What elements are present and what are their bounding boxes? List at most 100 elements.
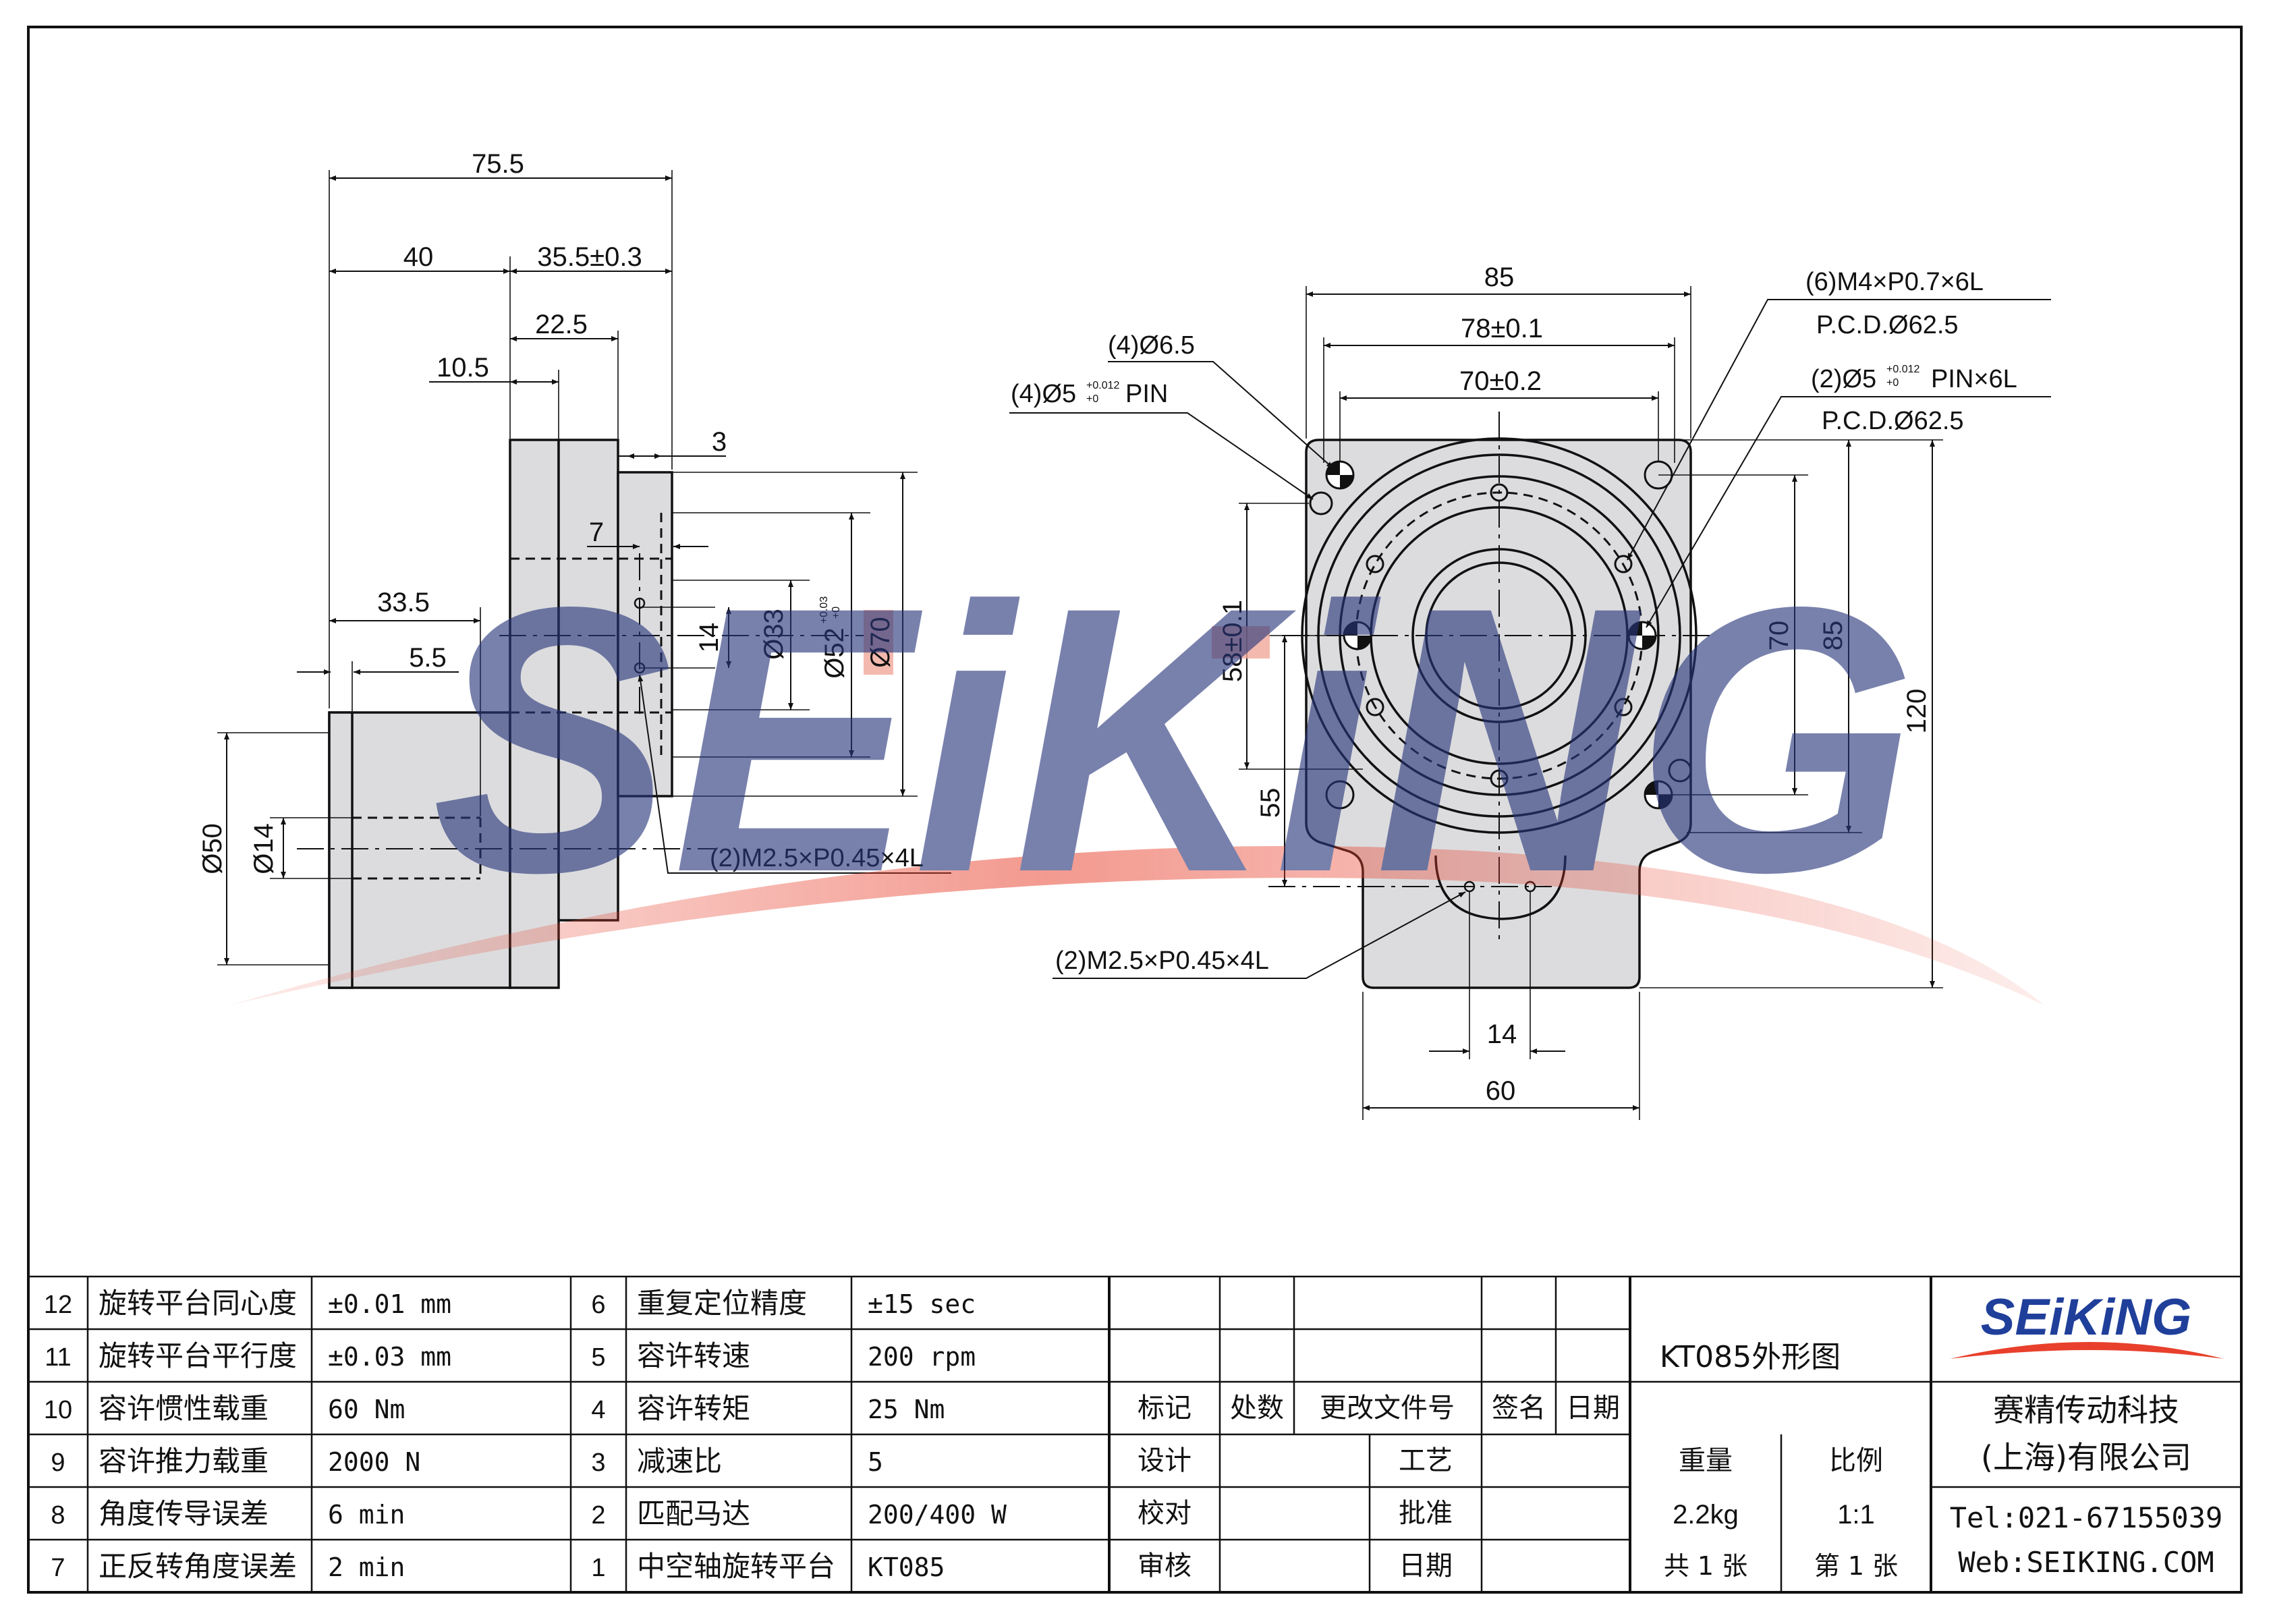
callout-m25-side: (2)M2.5×P0.45×4L bbox=[710, 844, 924, 872]
watermark: SEiKiNG bbox=[229, 528, 2044, 1005]
spec-name-right: 中空轴旋转平台 bbox=[637, 1550, 835, 1583]
tb-sheet-no: 第 1 张 bbox=[1814, 1551, 1898, 1581]
spec-value-right: 25 Nm bbox=[868, 1395, 945, 1424]
spec-no-left: 8 bbox=[51, 1501, 65, 1530]
callout-pcd-1: P.C.D.Ø62.5 bbox=[1816, 311, 1959, 339]
spec-name-left: 旋转平台平行度 bbox=[99, 1339, 297, 1372]
mount-hole-br bbox=[1668, 758, 1692, 783]
title-block-text: 标记 处数 更改文件号 签名 日期 设计 工艺 校对 批准 审核 日期 KT08… bbox=[1138, 1289, 2224, 1581]
spec-value-right: 5 bbox=[868, 1447, 883, 1477]
m25-hole-a bbox=[634, 597, 646, 609]
spec-no-left: 7 bbox=[51, 1554, 65, 1582]
tab-boss bbox=[1434, 855, 1567, 920]
dim-85-side: 85 bbox=[1818, 621, 1848, 651]
spec-name-left: 旋转平台同心度 bbox=[99, 1287, 297, 1320]
dim-dia-50: Ø50 bbox=[198, 823, 227, 874]
dim-dia-70: Ø70 bbox=[866, 617, 895, 668]
spec-value-left: ±0.01 mm bbox=[328, 1289, 451, 1319]
pin-hole-left bbox=[1343, 621, 1372, 650]
dim-85-top: 85 bbox=[1484, 262, 1515, 292]
dim-58: 58±0.1 bbox=[1218, 600, 1247, 682]
dim-dia-52: Ø52 bbox=[820, 627, 849, 679]
tb-h-sign: 签名 bbox=[1492, 1393, 1546, 1424]
watermark-swoosh bbox=[229, 845, 2044, 1005]
spec-value-right: ±15 sec bbox=[868, 1289, 976, 1319]
dim-55: 55 bbox=[1256, 788, 1285, 818]
spec-name-right: 容许转矩 bbox=[637, 1392, 750, 1425]
callout-pin4: (4)Ø5 bbox=[1011, 380, 1076, 408]
company-web: Web:SEIKING.COM bbox=[1958, 1546, 2214, 1579]
tb-h-mark: 标记 bbox=[1138, 1393, 1191, 1424]
tb-h-count: 处数 bbox=[1230, 1393, 1284, 1424]
dim-33-5: 33.5 bbox=[377, 588, 430, 617]
company-logo: SEiKiNG bbox=[1981, 1289, 2192, 1346]
spec-value-left: 2 min bbox=[328, 1552, 405, 1582]
tb-audit: 审核 bbox=[1138, 1550, 1191, 1581]
dim-120: 120 bbox=[1902, 689, 1932, 734]
spec-no-right: 2 bbox=[591, 1501, 605, 1530]
dim-60: 60 bbox=[1486, 1076, 1516, 1106]
watermark-text: SEiKiNG bbox=[432, 528, 1916, 951]
spec-no-right: 5 bbox=[591, 1343, 605, 1372]
callout-pin4-post: PIN bbox=[1125, 380, 1168, 408]
tb-scale-label: 比例 bbox=[1829, 1445, 1883, 1476]
callout-pin2-tol-bottom: +0 bbox=[1886, 377, 1899, 389]
pin-hole-right bbox=[1627, 621, 1657, 650]
dim-10-5: 10.5 bbox=[437, 353, 489, 383]
spec-value-left: 60 Nm bbox=[328, 1395, 405, 1424]
spec-no-right: 6 bbox=[591, 1291, 605, 1319]
tb-check: 校对 bbox=[1138, 1498, 1191, 1529]
dim-78: 78±0.1 bbox=[1461, 314, 1543, 343]
dim-75-5: 75.5 bbox=[472, 149, 524, 179]
company-tel: Tel:021-67155039 bbox=[1950, 1501, 2223, 1534]
title-block bbox=[27, 1275, 2243, 1594]
callout-m25-front: (2)M2.5×P0.45×4L bbox=[1055, 947, 1269, 975]
m4-hole-5 bbox=[1366, 698, 1384, 717]
drawing-title: KT085外形图 bbox=[1660, 1340, 1841, 1374]
spec-no-left: 9 bbox=[51, 1449, 65, 1477]
company-name-2: (上海)有限公司 bbox=[1981, 1439, 2191, 1476]
tb-weight: 2.2kg bbox=[1673, 1500, 1739, 1530]
dim-14: 14 bbox=[1487, 1019, 1517, 1049]
spec-value-right: 200/400 W bbox=[868, 1500, 1007, 1530]
callout-m4: (6)M4×P0.7×6L bbox=[1805, 268, 1984, 296]
spec-value-right: 200 rpm bbox=[868, 1342, 976, 1372]
spec-no-right: 1 bbox=[591, 1554, 605, 1582]
callout-pin2-post: PIN×6L bbox=[1931, 365, 2017, 393]
callout-pin4-tol-top: +0.012 bbox=[1086, 380, 1119, 391]
m4-hole-3 bbox=[1614, 698, 1633, 717]
tb-weight-label: 重量 bbox=[1679, 1445, 1733, 1476]
main-body-housing bbox=[557, 439, 619, 922]
tb-h-doc: 更改文件号 bbox=[1320, 1393, 1455, 1424]
spec-name-left: 容许推力载重 bbox=[99, 1445, 269, 1478]
spec-no-left: 12 bbox=[44, 1291, 72, 1319]
m4-hole-4 bbox=[1490, 769, 1509, 788]
spec-name-left: 角度传导误差 bbox=[99, 1497, 269, 1530]
callout-pin2-tol-top: +0.012 bbox=[1886, 364, 1919, 375]
highlight-dia-70 bbox=[864, 610, 893, 675]
dim-dia-52-tol-top: +0.03 bbox=[818, 596, 830, 624]
spec-name-right: 匹配马达 bbox=[637, 1497, 750, 1530]
callout-pcd-2: P.C.D.Ø62.5 bbox=[1822, 407, 1964, 435]
callout-holes-6-5: (4)Ø6.5 bbox=[1108, 331, 1195, 360]
spec-name-right: 重复定位精度 bbox=[637, 1287, 807, 1320]
dim-70-top: 70±0.2 bbox=[1459, 366, 1542, 396]
tb-sheets-total: 共 1 张 bbox=[1664, 1551, 1747, 1581]
spec-no-left: 10 bbox=[44, 1396, 72, 1424]
callout-pin4-tol-bottom: +0 bbox=[1086, 393, 1098, 405]
mount-hole-l bbox=[1309, 491, 1333, 515]
dim-22-5: 22.5 bbox=[535, 310, 588, 339]
turntable-disk bbox=[617, 471, 673, 797]
dim-40: 40 bbox=[403, 242, 434, 272]
motor-adapter-edge bbox=[328, 711, 354, 989]
spec-name-right: 容许转速 bbox=[637, 1339, 750, 1372]
company-name-1: 赛精传动科技 bbox=[1993, 1392, 2179, 1428]
highlight-58 bbox=[1212, 626, 1270, 659]
tb-approve: 批准 bbox=[1399, 1498, 1453, 1529]
tb-h-date: 日期 bbox=[1566, 1393, 1620, 1424]
dim-70-side: 70 bbox=[1764, 621, 1794, 651]
dim-dia-33: Ø33 bbox=[759, 609, 789, 660]
spec-no-right: 4 bbox=[591, 1396, 605, 1424]
spec-no-left: 11 bbox=[45, 1343, 71, 1372]
